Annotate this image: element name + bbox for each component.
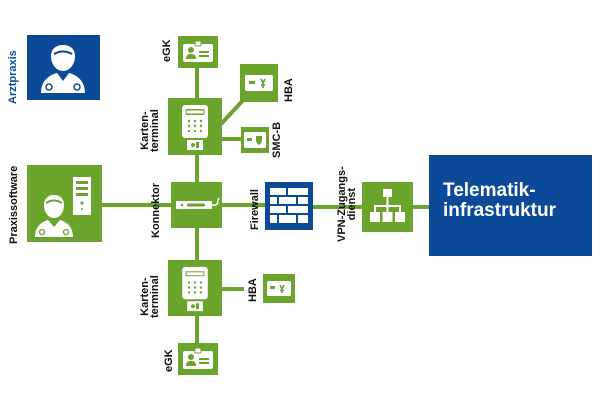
- ti-label-line1: Telematik-: [443, 180, 536, 201]
- egk-top-label: eGK: [161, 39, 173, 62]
- konnektor-box: [171, 182, 222, 228]
- hba-top-box: [240, 64, 278, 102]
- line-terminal-bottom-egk: [195, 316, 199, 344]
- firewall-label: Firewall: [249, 189, 261, 230]
- line-konnektor-firewall: [222, 203, 266, 207]
- line-egk-top-terminal: [195, 66, 199, 99]
- hba-top-label: HBA: [283, 78, 295, 102]
- line-firewall-vpn: [313, 205, 363, 209]
- line-praxissoftware-konnektor: [102, 203, 172, 207]
- hba-bottom-box: [263, 274, 295, 303]
- health-card-icon: [267, 281, 291, 296]
- egk-bottom-label: eGK: [163, 349, 175, 372]
- arztpraxis-box: [27, 35, 100, 100]
- network-hierarchy-icon: [370, 189, 405, 222]
- ti-label-line2: infrastruktur: [443, 200, 556, 221]
- health-card-icon: [245, 75, 273, 91]
- ti-box: Telematik- infrastruktur: [429, 155, 592, 256]
- arztpraxis-label: Arztpraxis: [7, 50, 19, 104]
- vpn-label-line2: dienst: [346, 187, 358, 221]
- shield-card-icon: [244, 132, 266, 148]
- line-vpn-ti: [413, 205, 430, 209]
- line-terminal-top-konnektor: [195, 155, 199, 183]
- kartenterminal-bottom-box: [168, 260, 222, 316]
- vpn-box: [362, 182, 413, 232]
- kartenterminal-top-label: Karten- terminal: [139, 109, 161, 152]
- kartenterminal-top-label-line2: terminal: [149, 109, 161, 152]
- id-card-icon: [183, 347, 213, 369]
- kartenterminal-top-box: [168, 98, 222, 155]
- hba-bottom-label: HBA: [247, 278, 259, 302]
- praxissoftware-box: [27, 165, 102, 242]
- doctor-icon: [41, 45, 85, 93]
- connector-device-icon: [176, 197, 220, 209]
- line-terminal-bottom-hba: [222, 287, 244, 291]
- smcb-box: [241, 127, 269, 153]
- smcb-label: SMC-B: [271, 121, 283, 158]
- card-terminal-icon: [182, 105, 208, 150]
- praxissoftware-label: Praxissoftware: [8, 165, 20, 244]
- konnektor-label: Konnektor: [150, 183, 162, 238]
- egk-bottom-box: [178, 343, 218, 375]
- kartenterminal-bottom-label-line2: terminal: [149, 275, 161, 318]
- firewall-box: [265, 182, 313, 230]
- kartenterminal-bottom-label: Karten- terminal: [139, 275, 161, 318]
- id-card-icon: [183, 40, 213, 62]
- brick-wall-icon: [270, 188, 308, 223]
- egk-top-box: [178, 36, 218, 68]
- line-terminal-top-smcb: [222, 137, 242, 141]
- line-konnektor-terminal-bottom: [195, 228, 199, 261]
- vpn-label: VPN-Zugangs- dienst: [336, 166, 358, 242]
- ti-label: Telematik- infrastruktur: [443, 181, 556, 221]
- card-terminal-icon: [182, 266, 208, 312]
- doctor-server-icon: [35, 177, 91, 237]
